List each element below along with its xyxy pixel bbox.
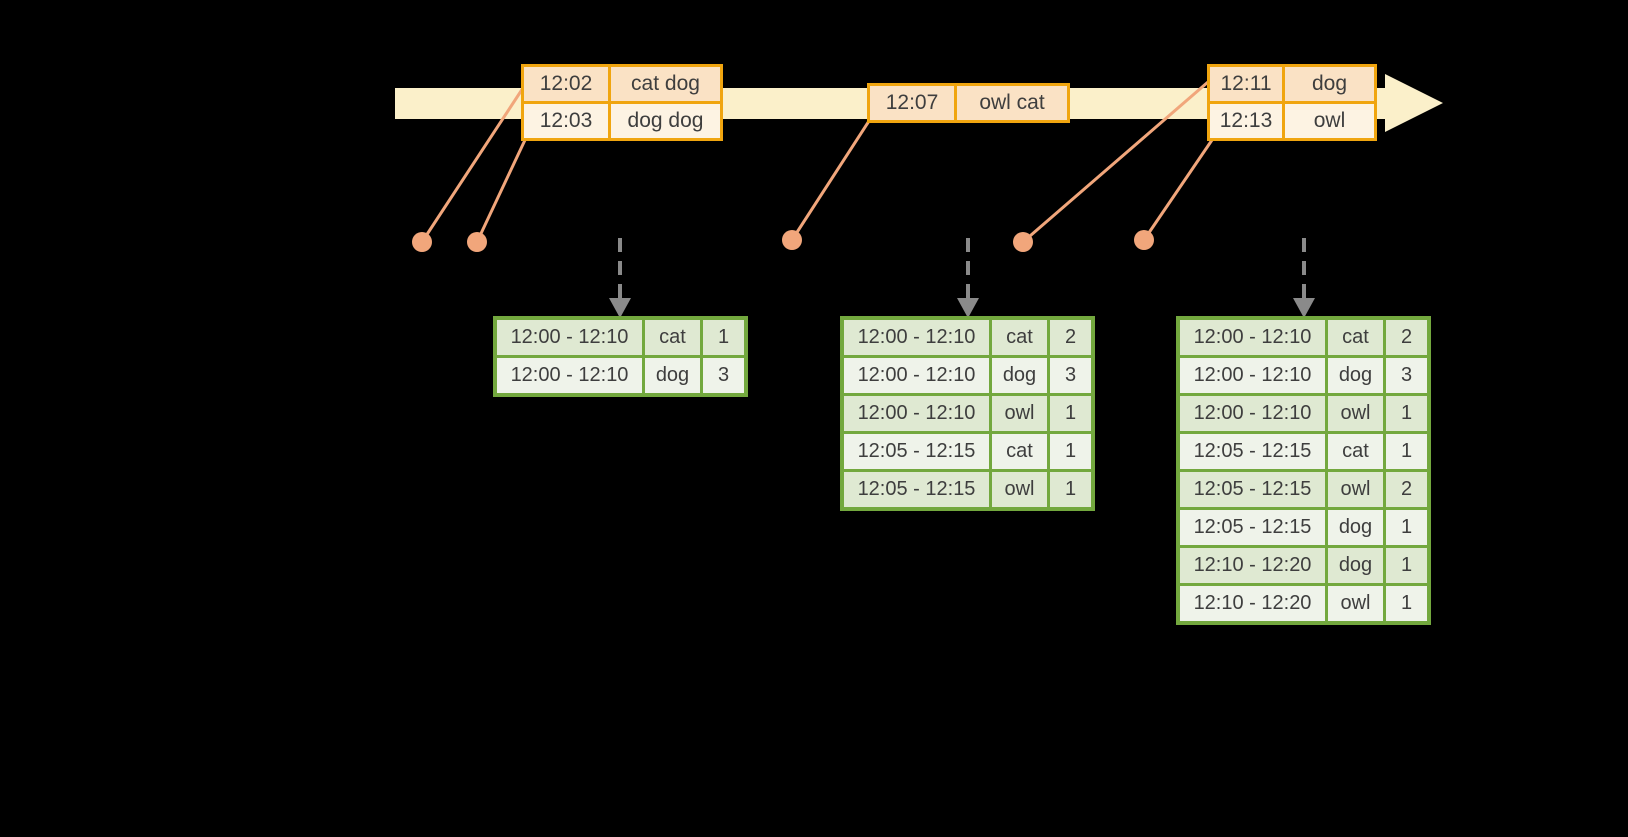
table-cell: 12:02 [524, 67, 608, 101]
table-cell: owl [1328, 472, 1383, 507]
table-cell: 12:03 [524, 104, 608, 138]
table-cell: 2 [1050, 320, 1091, 355]
table-cell: owl [1328, 396, 1383, 431]
table-cell: 12:05 - 12:15 [844, 472, 989, 507]
table-cell: 2 [1386, 320, 1427, 355]
table-cell: cat [1328, 320, 1383, 355]
table-cell: dog [1285, 67, 1374, 101]
table-cell: 12:00 - 12:10 [844, 396, 989, 431]
table-cell: dog [645, 358, 700, 393]
event-connector-line [1022, 80, 1209, 244]
table-cell: 2 [1386, 472, 1427, 507]
table-cell: cat [992, 320, 1047, 355]
trigger-arrowhead-icon [1293, 298, 1315, 318]
table-cell: 12:00 - 12:10 [1180, 358, 1325, 393]
table-cell: 1 [1386, 510, 1427, 545]
table-cell: dog [992, 358, 1047, 393]
table-cell: 12:07 [870, 86, 954, 120]
table-cell: 12:00 - 12:10 [1180, 396, 1325, 431]
table-cell: dog [1328, 548, 1383, 583]
table-cell: 1 [1050, 434, 1091, 469]
table-cell: cat [1328, 434, 1383, 469]
table-cell: 1 [1386, 434, 1427, 469]
event-dot [412, 232, 432, 252]
table-cell: dog dog [611, 104, 720, 138]
table-cell: dog [1328, 510, 1383, 545]
table-cell: 1 [1386, 396, 1427, 431]
event-connector-line [790, 120, 871, 241]
table-cell: 12:10 - 12:20 [1180, 586, 1325, 621]
table-cell: owl cat [957, 86, 1067, 120]
event-dots [412, 230, 1154, 252]
table-cell: cat dog [611, 67, 720, 101]
event-connector-line [475, 139, 527, 243]
table-cell: 12:05 - 12:15 [1180, 472, 1325, 507]
table-cell: cat [645, 320, 700, 355]
event-connector-lines [420, 80, 1214, 244]
table-cell: 12:05 - 12:15 [1180, 434, 1325, 469]
table-cell: owl [992, 396, 1047, 431]
table-cell: 1 [1050, 472, 1091, 507]
table-cell: 1 [1050, 396, 1091, 431]
table-cell: owl [1328, 586, 1383, 621]
timeline-arrowhead-icon [1385, 74, 1443, 132]
event-dot [1013, 232, 1033, 252]
trigger-arrows [609, 238, 1315, 318]
table-cell: 3 [1386, 358, 1427, 393]
event-dot [467, 232, 487, 252]
table-cell: 12:00 - 12:10 [1180, 320, 1325, 355]
event-connector-line [420, 87, 525, 243]
table-cell: 3 [1050, 358, 1091, 393]
table-cell: 1 [703, 320, 744, 355]
table-cell: owl [992, 472, 1047, 507]
table-cell: 12:11 [1210, 67, 1282, 101]
table-cell: 12:10 - 12:20 [1180, 548, 1325, 583]
event-dot [1134, 230, 1154, 250]
event-dot [782, 230, 802, 250]
table-cell: 12:00 - 12:10 [497, 320, 642, 355]
table-cell: 12:05 - 12:15 [844, 434, 989, 469]
table-cell: 3 [703, 358, 744, 393]
table-cell: 12:13 [1210, 104, 1282, 138]
table-cell: cat [992, 434, 1047, 469]
table-cell: 1 [1386, 548, 1427, 583]
table-cell: 12:00 - 12:10 [844, 320, 989, 355]
table-cell: 1 [1386, 586, 1427, 621]
trigger-arrowhead-icon [609, 298, 631, 318]
table-cell: 12:00 - 12:10 [497, 358, 642, 393]
trigger-arrowhead-icon [957, 298, 979, 318]
table-cell: dog [1328, 358, 1383, 393]
event-connector-line [1142, 139, 1214, 241]
table-cell: 12:00 - 12:10 [844, 358, 989, 393]
table-cell: owl [1285, 104, 1374, 138]
table-cell: 12:05 - 12:15 [1180, 510, 1325, 545]
